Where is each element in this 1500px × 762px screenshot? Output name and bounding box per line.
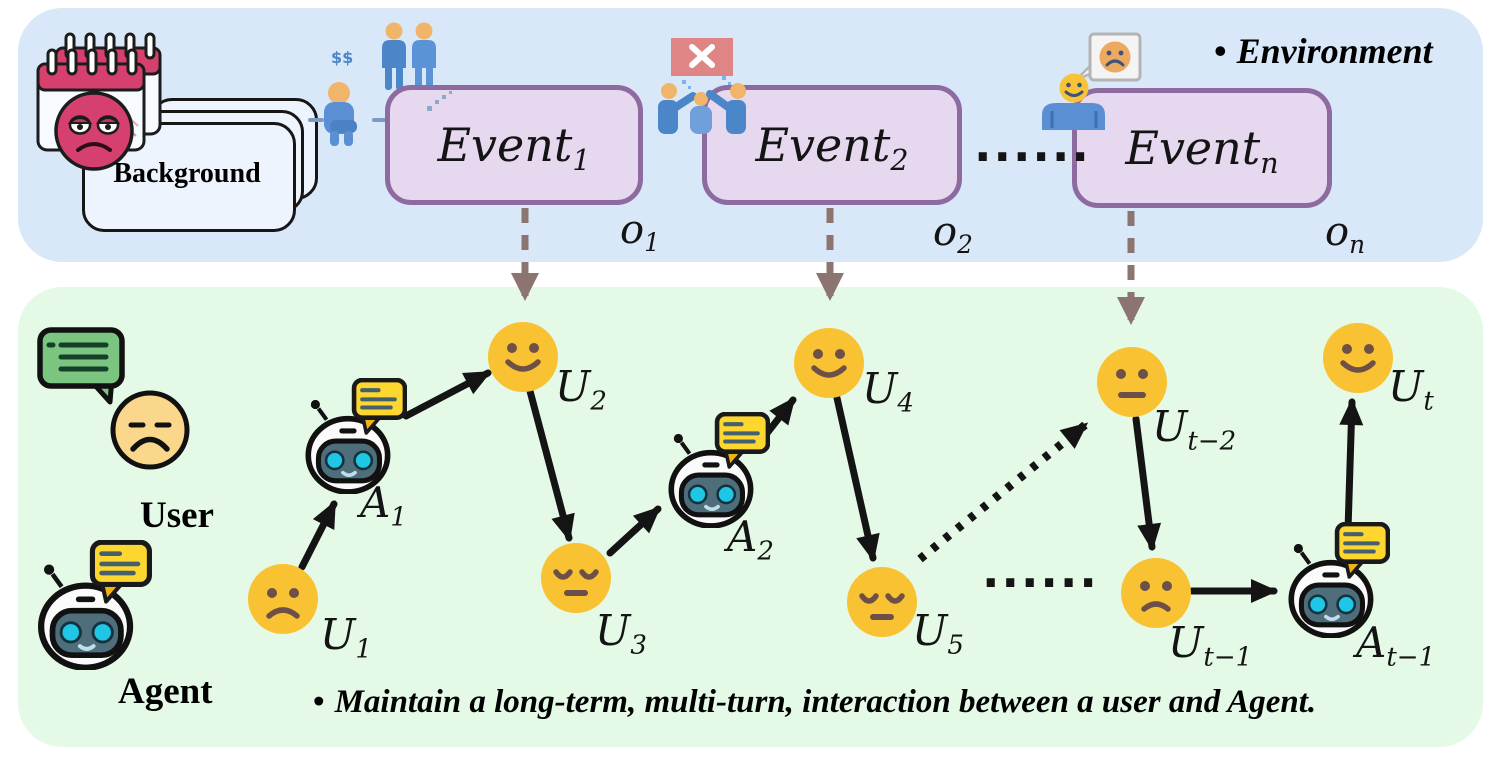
node-label-u4: U4 [862, 364, 914, 419]
node-label-u1: U1 [320, 610, 372, 665]
agent-robot-a2 [668, 412, 770, 528]
user-face-u4-happy [794, 328, 864, 398]
user-face-u1-sad [248, 564, 318, 634]
interaction-panel [18, 287, 1483, 747]
user-face-ut-happy [1323, 323, 1393, 393]
user-face-ut2-neutral [1097, 347, 1167, 417]
feedback-scene-icon [1042, 32, 1142, 130]
yellow-speech-bubble-icon [1334, 522, 1390, 579]
event-n-base: Event [1125, 121, 1261, 175]
user-face-u2-happy [488, 322, 558, 392]
obs-2-base: o [933, 209, 958, 255]
caption-bullet: • [313, 684, 325, 720]
arrow-u5-ut2-dotted [917, 421, 1089, 563]
legend-agent-robot-icon [37, 540, 152, 670]
robot-head [1288, 543, 1374, 638]
node-label-u5: U5 [912, 606, 964, 661]
caption-text: Maintain a long-term, multi-turn, intera… [334, 684, 1317, 720]
event-box-1: Event1 [385, 85, 643, 205]
sitting-person-icon [324, 82, 450, 146]
interaction-caption: •Maintain a long-term, multi-turn, inter… [313, 684, 1316, 720]
happy-person-icon [1042, 73, 1105, 130]
arrow-ut2-ut1 [1132, 415, 1162, 551]
obs-1-sub: 1 [644, 227, 660, 257]
node-label-u2: U2 [555, 362, 607, 417]
events-ellipsis: ...... [974, 118, 1091, 172]
yellow-speech-bubble-icon [714, 412, 770, 469]
yellow-speech-bubble-icon [351, 378, 407, 435]
obs-n-base: o [1325, 209, 1350, 255]
legend-agent-label: Agent [118, 671, 213, 712]
node-label-ut1: Ut−1 [1168, 618, 1253, 673]
cross-sign-icon [671, 38, 733, 76]
user-face-ut1-worried [1121, 558, 1191, 628]
robot-head [37, 564, 134, 670]
obs-n-sub: n [1349, 229, 1366, 259]
interaction-ellipsis: ...... [982, 544, 1099, 598]
environment-bullet: • [1214, 31, 1227, 71]
agent-robot-at1 [1288, 522, 1390, 638]
calendar-annoyed-face-icon [36, 32, 162, 171]
arrow-u2-u3 [526, 387, 575, 542]
node-label-at1: At−1 [1356, 618, 1436, 673]
arrow-a1-u2 [402, 369, 492, 420]
sad-feedback-bubble-icon [1075, 32, 1142, 82]
arrow-u3-a2 [606, 505, 662, 557]
money-symbol: $$ [331, 48, 354, 67]
node-label-ut2: Ut−2 [1152, 402, 1237, 457]
obs-label-2: o2 [933, 209, 973, 257]
event-2-base: Event [755, 118, 891, 172]
corner-trail-dots [427, 91, 452, 111]
event-n-sub: n [1260, 147, 1279, 181]
green-speech-bubble-icon [37, 327, 125, 405]
node-label-a2: A2 [727, 512, 774, 567]
arrow-at1-ut [1339, 398, 1364, 534]
argument-scene-icon [658, 38, 746, 134]
background-label: Background [113, 158, 261, 189]
legend-user-face-icon [110, 390, 190, 470]
event-label-1: Event1 [437, 122, 590, 175]
event-label-n: Eventn [1125, 125, 1278, 178]
environment-title: Environment [1236, 31, 1433, 71]
annoyed-face-icon [54, 91, 134, 171]
robot-head [305, 399, 391, 494]
arrow-u1-a1 [298, 500, 338, 571]
bench-dash [308, 118, 324, 122]
agent-robot-a1 [305, 378, 407, 494]
node-label-ut: Ut [1388, 362, 1434, 417]
obs-2-sub: 2 [957, 229, 973, 259]
yellow-speech-bubble-icon [89, 540, 152, 604]
event-label-2: Event2 [755, 122, 908, 175]
event-2-sub: 2 [890, 144, 909, 178]
robot-head [668, 433, 754, 528]
arrow-u4-u5 [833, 394, 880, 562]
obs-1-base: o [620, 207, 645, 253]
standing-people-icon [382, 22, 436, 90]
node-label-a1: A1 [360, 478, 407, 533]
event-1-sub: 1 [572, 144, 591, 178]
legend-user-label: User [140, 495, 214, 536]
event-box-n: Eventn [1072, 88, 1332, 208]
user-face-u3-relieved [541, 543, 611, 613]
arguing-people-icon [658, 76, 746, 134]
node-label-u3: U3 [595, 606, 647, 661]
obs-label-n: on [1325, 209, 1365, 257]
event-1-base: Event [437, 118, 573, 172]
user-face-u5-relieved [847, 567, 917, 637]
obs-label-1: o1 [620, 207, 660, 255]
environment-heading: •Environment [1214, 31, 1433, 72]
